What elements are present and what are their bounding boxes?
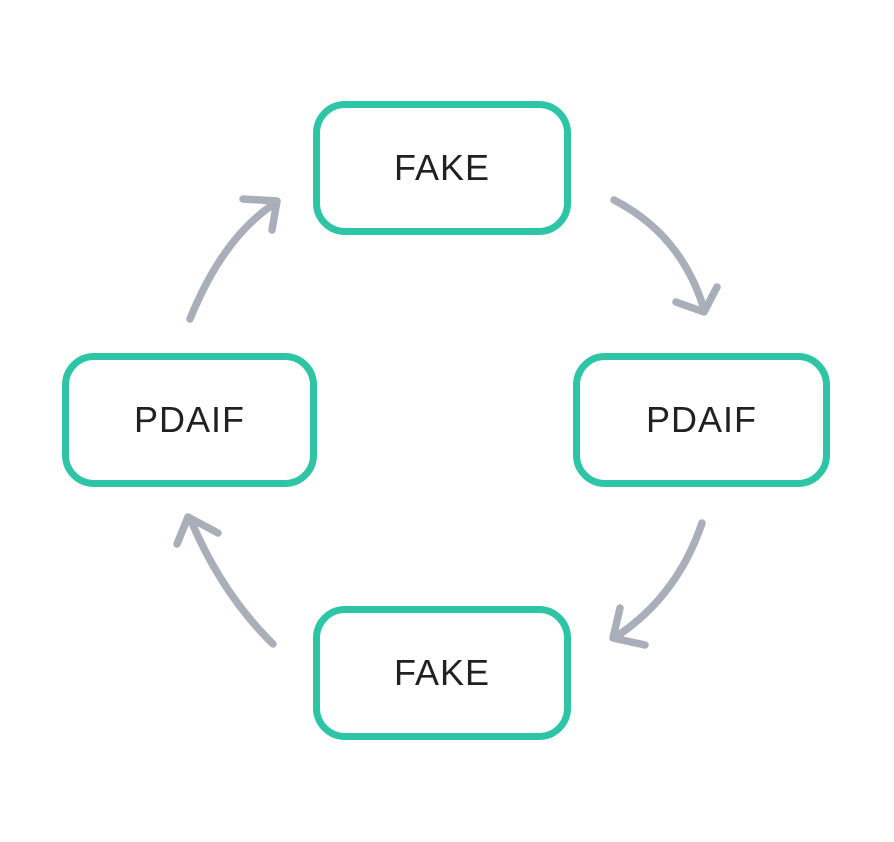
arrow-bottom-to-left (173, 513, 277, 648)
node-fake-bottom-label: FAKE (393, 652, 491, 693)
node-pdaif-right: PDAIF (573, 353, 830, 487)
node-fake-top: FAKE (313, 101, 571, 235)
arrow-right-to-bottom (609, 519, 706, 649)
arrow-left-to-top (186, 195, 281, 323)
node-fake-bottom: FAKE (313, 606, 571, 740)
node-pdaif-right-label: PDAIF (645, 399, 757, 440)
arrow-top-to-right (610, 196, 721, 316)
node-fake-top-label: FAKE (393, 147, 491, 188)
node-pdaif-left: PDAIF (62, 353, 317, 487)
node-pdaif-left-label: PDAIF (133, 399, 245, 440)
